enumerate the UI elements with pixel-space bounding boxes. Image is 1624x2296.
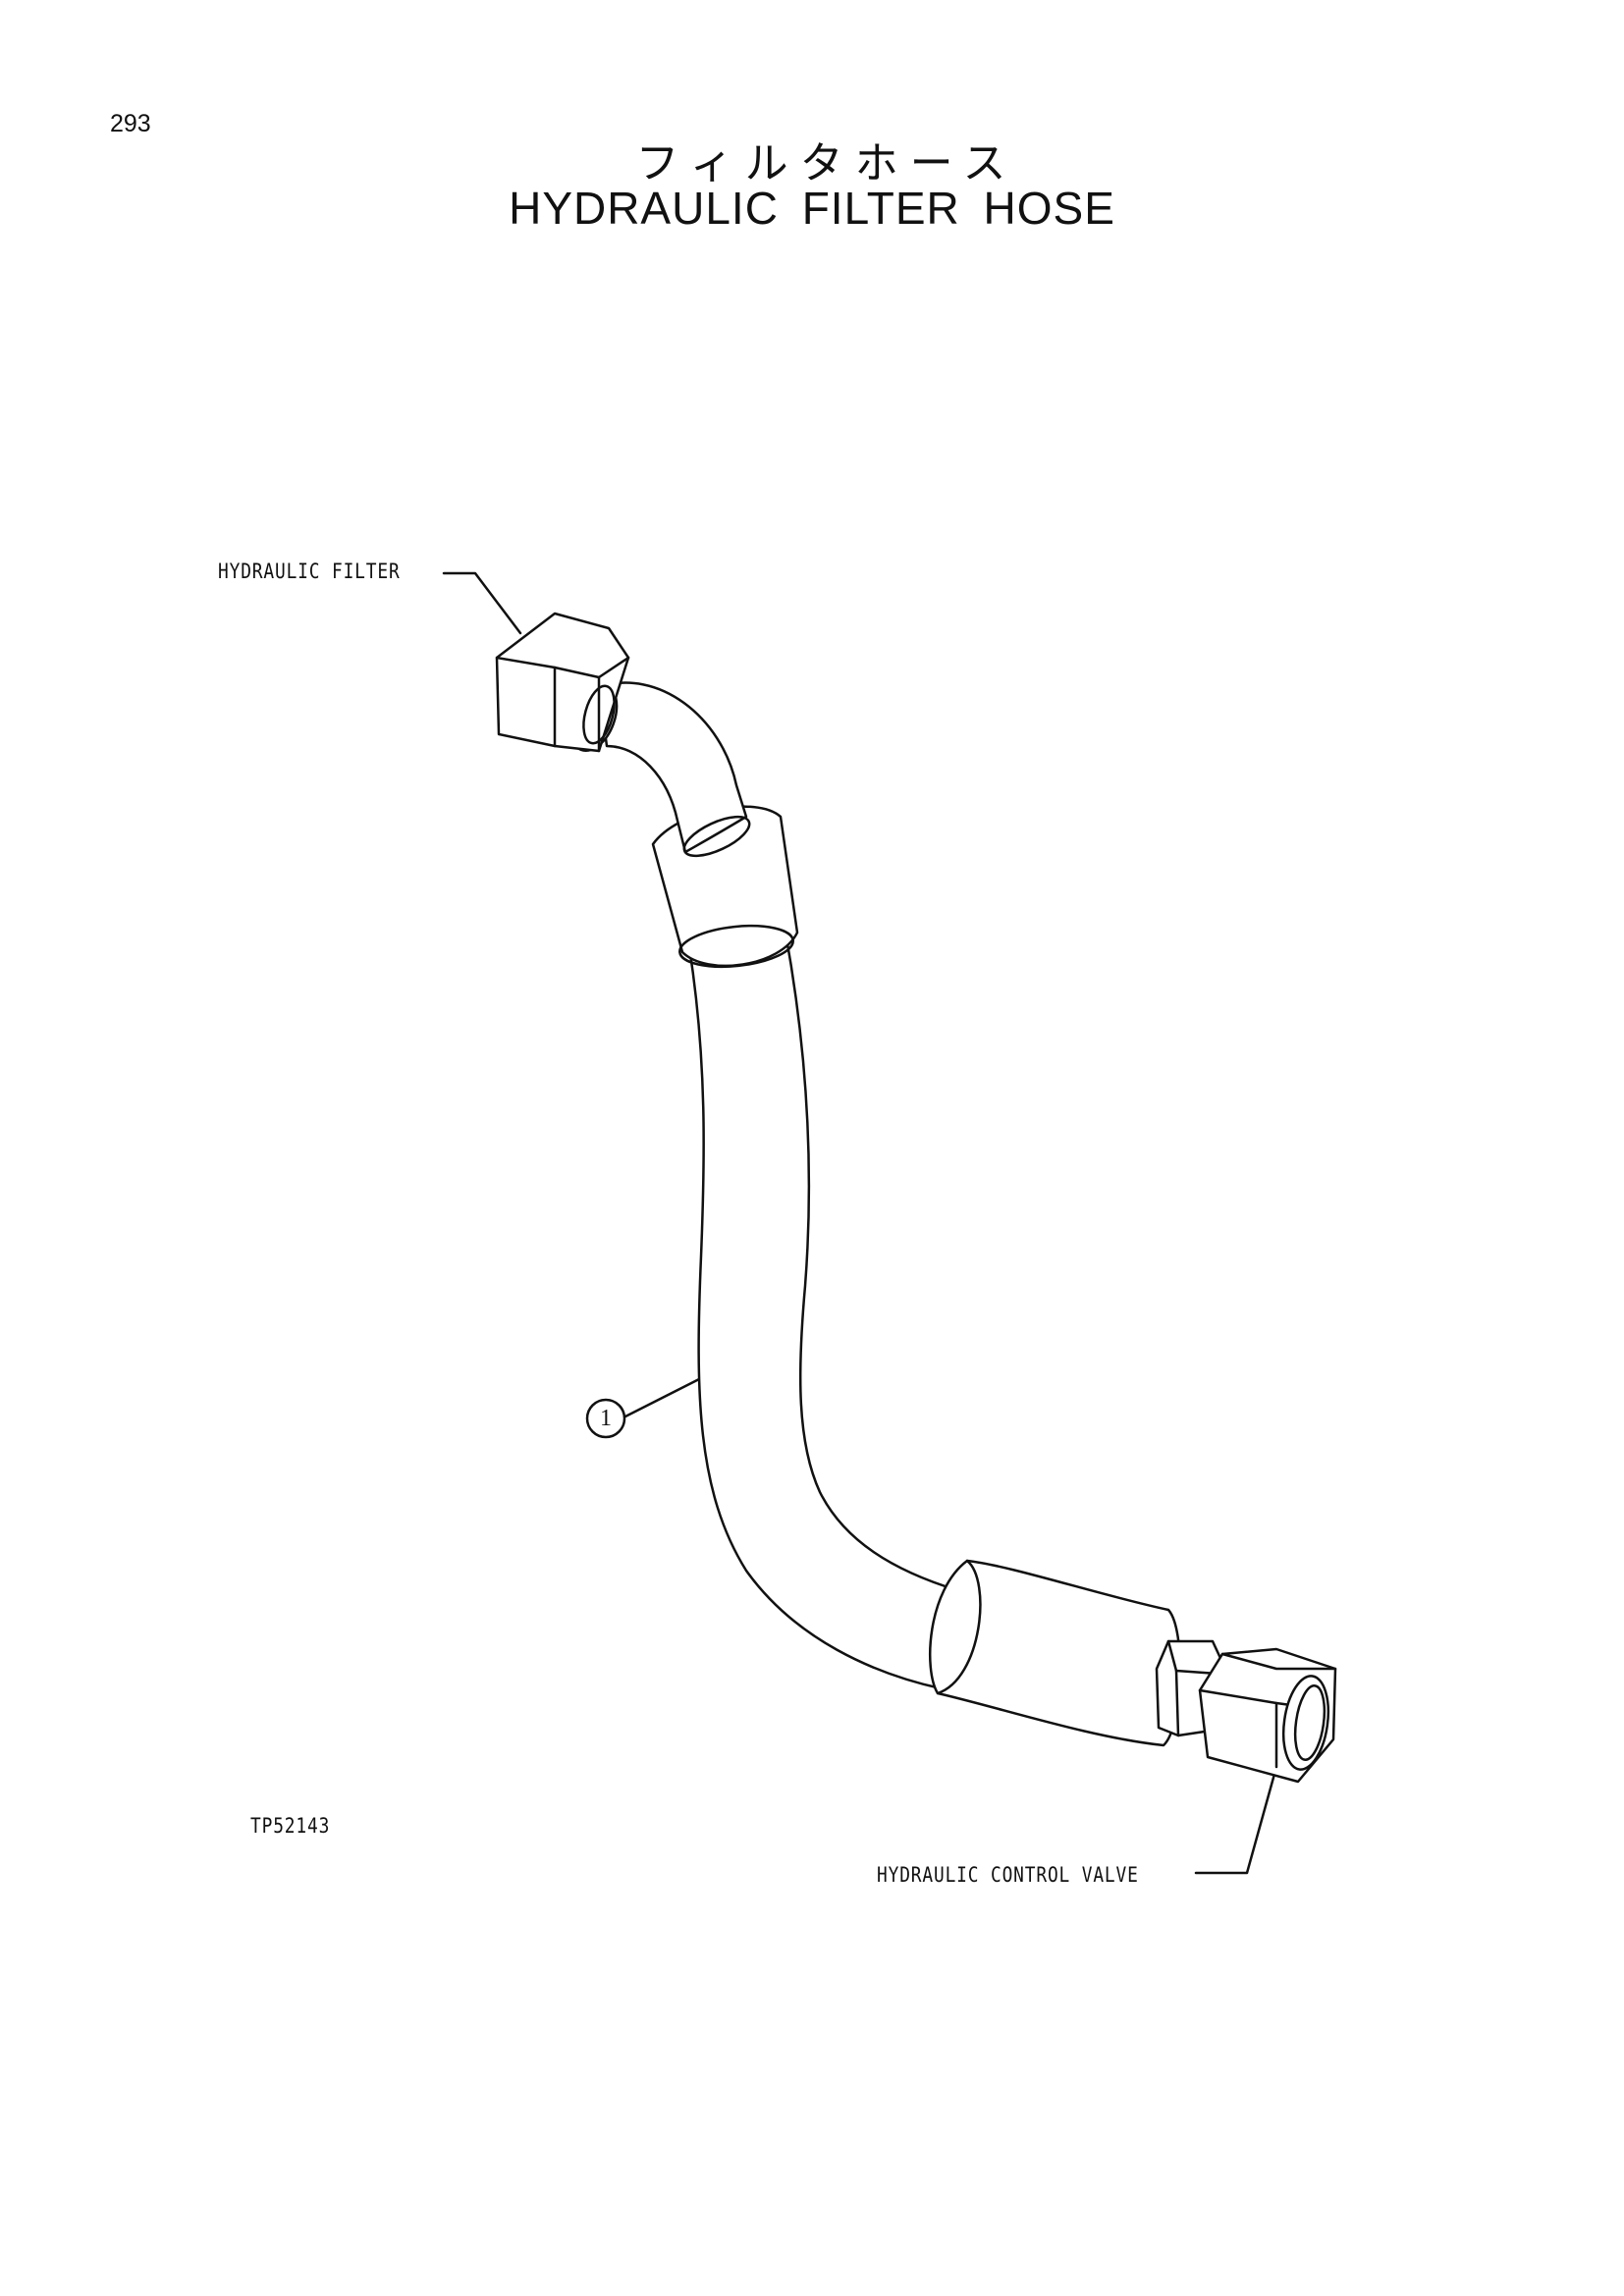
- drawing-code: TP52143: [250, 1814, 331, 1838]
- leader-line-callout: [623, 1377, 701, 1418]
- elbow-tube: [597, 681, 748, 854]
- page-title-japanese: フィルタホース: [635, 138, 1018, 188]
- hose-body: [687, 931, 959, 1690]
- leader-line-valve: [1194, 1765, 1278, 1875]
- lower-ferrule: [929, 1559, 1182, 1747]
- leader-line-filter: [442, 571, 522, 635]
- page-number: 293: [110, 110, 151, 137]
- page-title-english: HYDRAULIC FILTER HOSE: [509, 183, 1115, 234]
- callout-number-1: 1: [600, 1406, 612, 1431]
- callout-circle-1: [585, 1398, 626, 1439]
- label-hydraulic-filter: HYDRAULIC FILTER: [218, 560, 401, 583]
- label-hydraulic-control-valve: HYDRAULIC CONTROL VALVE: [877, 1863, 1139, 1887]
